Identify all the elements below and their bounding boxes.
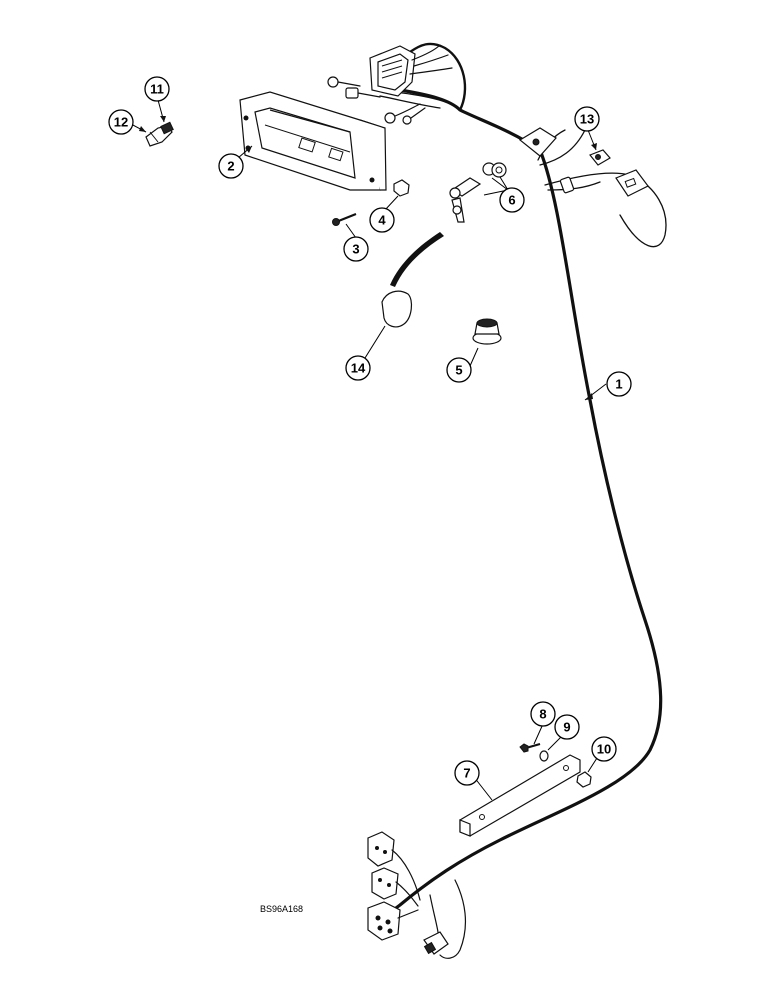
washer bbox=[539, 750, 549, 762]
bracket-plate bbox=[459, 754, 581, 837]
lock-nut bbox=[576, 771, 592, 788]
svg-text:13: 13 bbox=[580, 112, 594, 127]
svg-text:2: 2 bbox=[227, 159, 234, 174]
key-switch bbox=[449, 162, 507, 223]
top-multi-connector bbox=[369, 44, 453, 97]
bolt bbox=[519, 742, 541, 753]
svg-text:8: 8 bbox=[539, 707, 546, 722]
svg-text:11: 11 bbox=[150, 82, 164, 97]
main-harness bbox=[378, 42, 667, 922]
svg-text:3: 3 bbox=[352, 242, 359, 257]
screw bbox=[332, 212, 357, 226]
callout-6: 6 bbox=[499, 187, 525, 213]
svg-text:9: 9 bbox=[563, 720, 570, 735]
callout-13: 13 bbox=[574, 106, 600, 132]
leader-lines bbox=[130, 99, 607, 801]
figure-code: BS96A168 bbox=[260, 904, 303, 914]
nut bbox=[393, 179, 410, 197]
callout-11: 11 bbox=[144, 76, 170, 102]
branch-connector bbox=[589, 149, 649, 197]
callout-4: 4 bbox=[369, 207, 395, 233]
svg-text:5: 5 bbox=[455, 363, 462, 378]
knob bbox=[472, 318, 502, 345]
key-tag bbox=[381, 232, 444, 328]
svg-text:10: 10 bbox=[597, 742, 611, 757]
svg-text:14: 14 bbox=[351, 361, 366, 376]
svg-text:6: 6 bbox=[508, 193, 515, 208]
ring-terminals bbox=[327, 76, 426, 125]
svg-text:1: 1 bbox=[615, 377, 622, 392]
callout-14: 14 bbox=[345, 355, 371, 381]
callout-5: 5 bbox=[446, 357, 472, 383]
switch-connector bbox=[518, 127, 575, 194]
callout-3: 3 bbox=[343, 236, 369, 262]
callout-12: 12 bbox=[108, 109, 134, 135]
svg-text:7: 7 bbox=[463, 766, 470, 781]
svg-text:12: 12 bbox=[114, 115, 128, 130]
callout-1: 1 bbox=[606, 371, 632, 397]
callout-9: 9 bbox=[554, 714, 580, 740]
callout-10: 10 bbox=[591, 736, 617, 762]
svg-text:4: 4 bbox=[378, 213, 386, 228]
bottom-connectors bbox=[367, 831, 466, 959]
callout-8: 8 bbox=[530, 701, 556, 727]
callout-7: 7 bbox=[454, 760, 480, 786]
instrument-panel bbox=[239, 91, 387, 191]
callout-2: 2 bbox=[218, 153, 244, 179]
sensor bbox=[145, 121, 174, 147]
